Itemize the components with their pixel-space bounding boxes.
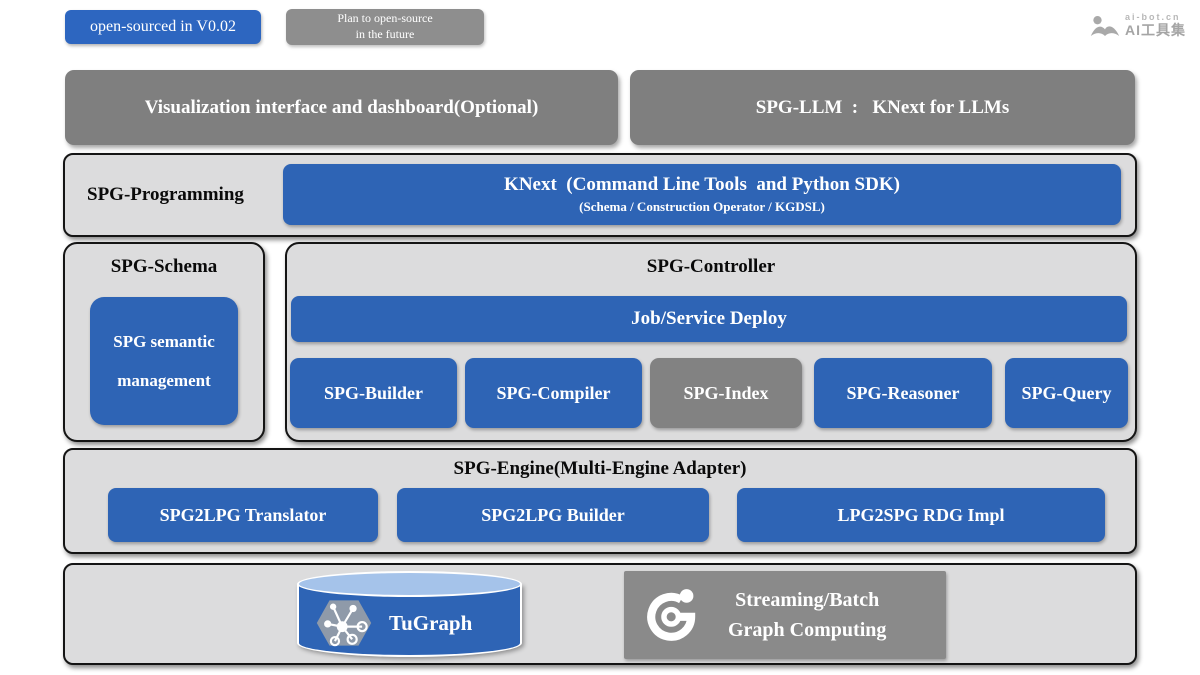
spg-builder-box: SPG-Builder: [290, 358, 457, 428]
lpg2spg-rdg-impl-box: LPG2SPG RDG Impl: [737, 488, 1105, 542]
spg-engine-panel: SPG-Engine(Multi-Engine Adapter) SPG2LPG…: [63, 448, 1137, 554]
knext-title: KNext (Command Line Tools and Python SDK…: [504, 174, 900, 195]
spg-compiler-box: SPG-Compiler: [465, 358, 642, 428]
spg2lpg-builder-box: SPG2LPG Builder: [397, 488, 709, 542]
job-service-deploy-box: Job/Service Deploy: [291, 296, 1127, 342]
spg-schema-panel: SPG-Schema SPG semantic management: [63, 242, 265, 442]
visualization-box: Visualization interface and dashboard(Op…: [65, 70, 618, 145]
watermark-site: ai-bot.cn: [1125, 12, 1181, 22]
spg2lpg-translator-box: SPG2LPG Translator: [108, 488, 378, 542]
knext-box: KNext (Command Line Tools and Python SDK…: [283, 164, 1121, 225]
knext-subtitle: (Schema / Construction Operator / KGDSL): [579, 199, 825, 214]
legend-open-sourced: open-sourced in V0.02: [65, 10, 261, 44]
spg-engine-title: SPG-Engine(Multi-Engine Adapter): [453, 458, 747, 479]
tugraph-hexagon-graph-icon: [316, 600, 372, 647]
spg-query-box: SPG-Query: [1005, 358, 1128, 428]
tugraph-cylinder: TuGraph: [297, 571, 522, 657]
graph-computing-label: Streaming/Batch Graph Computing: [728, 589, 887, 641]
spg-programming-panel: SPG-Programming KNext (Command Line Tool…: [63, 153, 1137, 237]
spg-controller-panel: SPG-Controller Job/Service Deploy SPG-Bu…: [285, 242, 1137, 442]
spg-controller-title: SPG-Controller: [646, 256, 776, 277]
spg-index-box: SPG-Index: [650, 358, 802, 428]
spg-reasoner-box: SPG-Reasoner: [814, 358, 992, 428]
spg-semantic-management-box: SPG semantic management: [90, 297, 238, 425]
watermark-name: AI工具集: [1125, 21, 1186, 38]
geaflow-g-icon: [647, 589, 696, 641]
graph-computing-box: Streaming/Batch Graph Computing: [624, 571, 946, 659]
watermark: ai-bot.cn AI工具集: [1090, 12, 1186, 38]
legend-planned: Plan to open-source in the future: [286, 9, 484, 45]
spg-llm-box: SPG-LLM : KNext for LLMs: [630, 70, 1135, 145]
cylinder-top: [297, 571, 522, 597]
spg-schema-title: SPG-Schema: [110, 256, 218, 277]
spg-programming-label: SPG-Programming: [87, 184, 244, 205]
ai-bot-logo-icon: [1090, 15, 1120, 36]
infrastructure-panel: TuGraph Streaming/Batch Graph Computing: [63, 563, 1137, 665]
tugraph-label: TuGraph: [389, 610, 473, 635]
